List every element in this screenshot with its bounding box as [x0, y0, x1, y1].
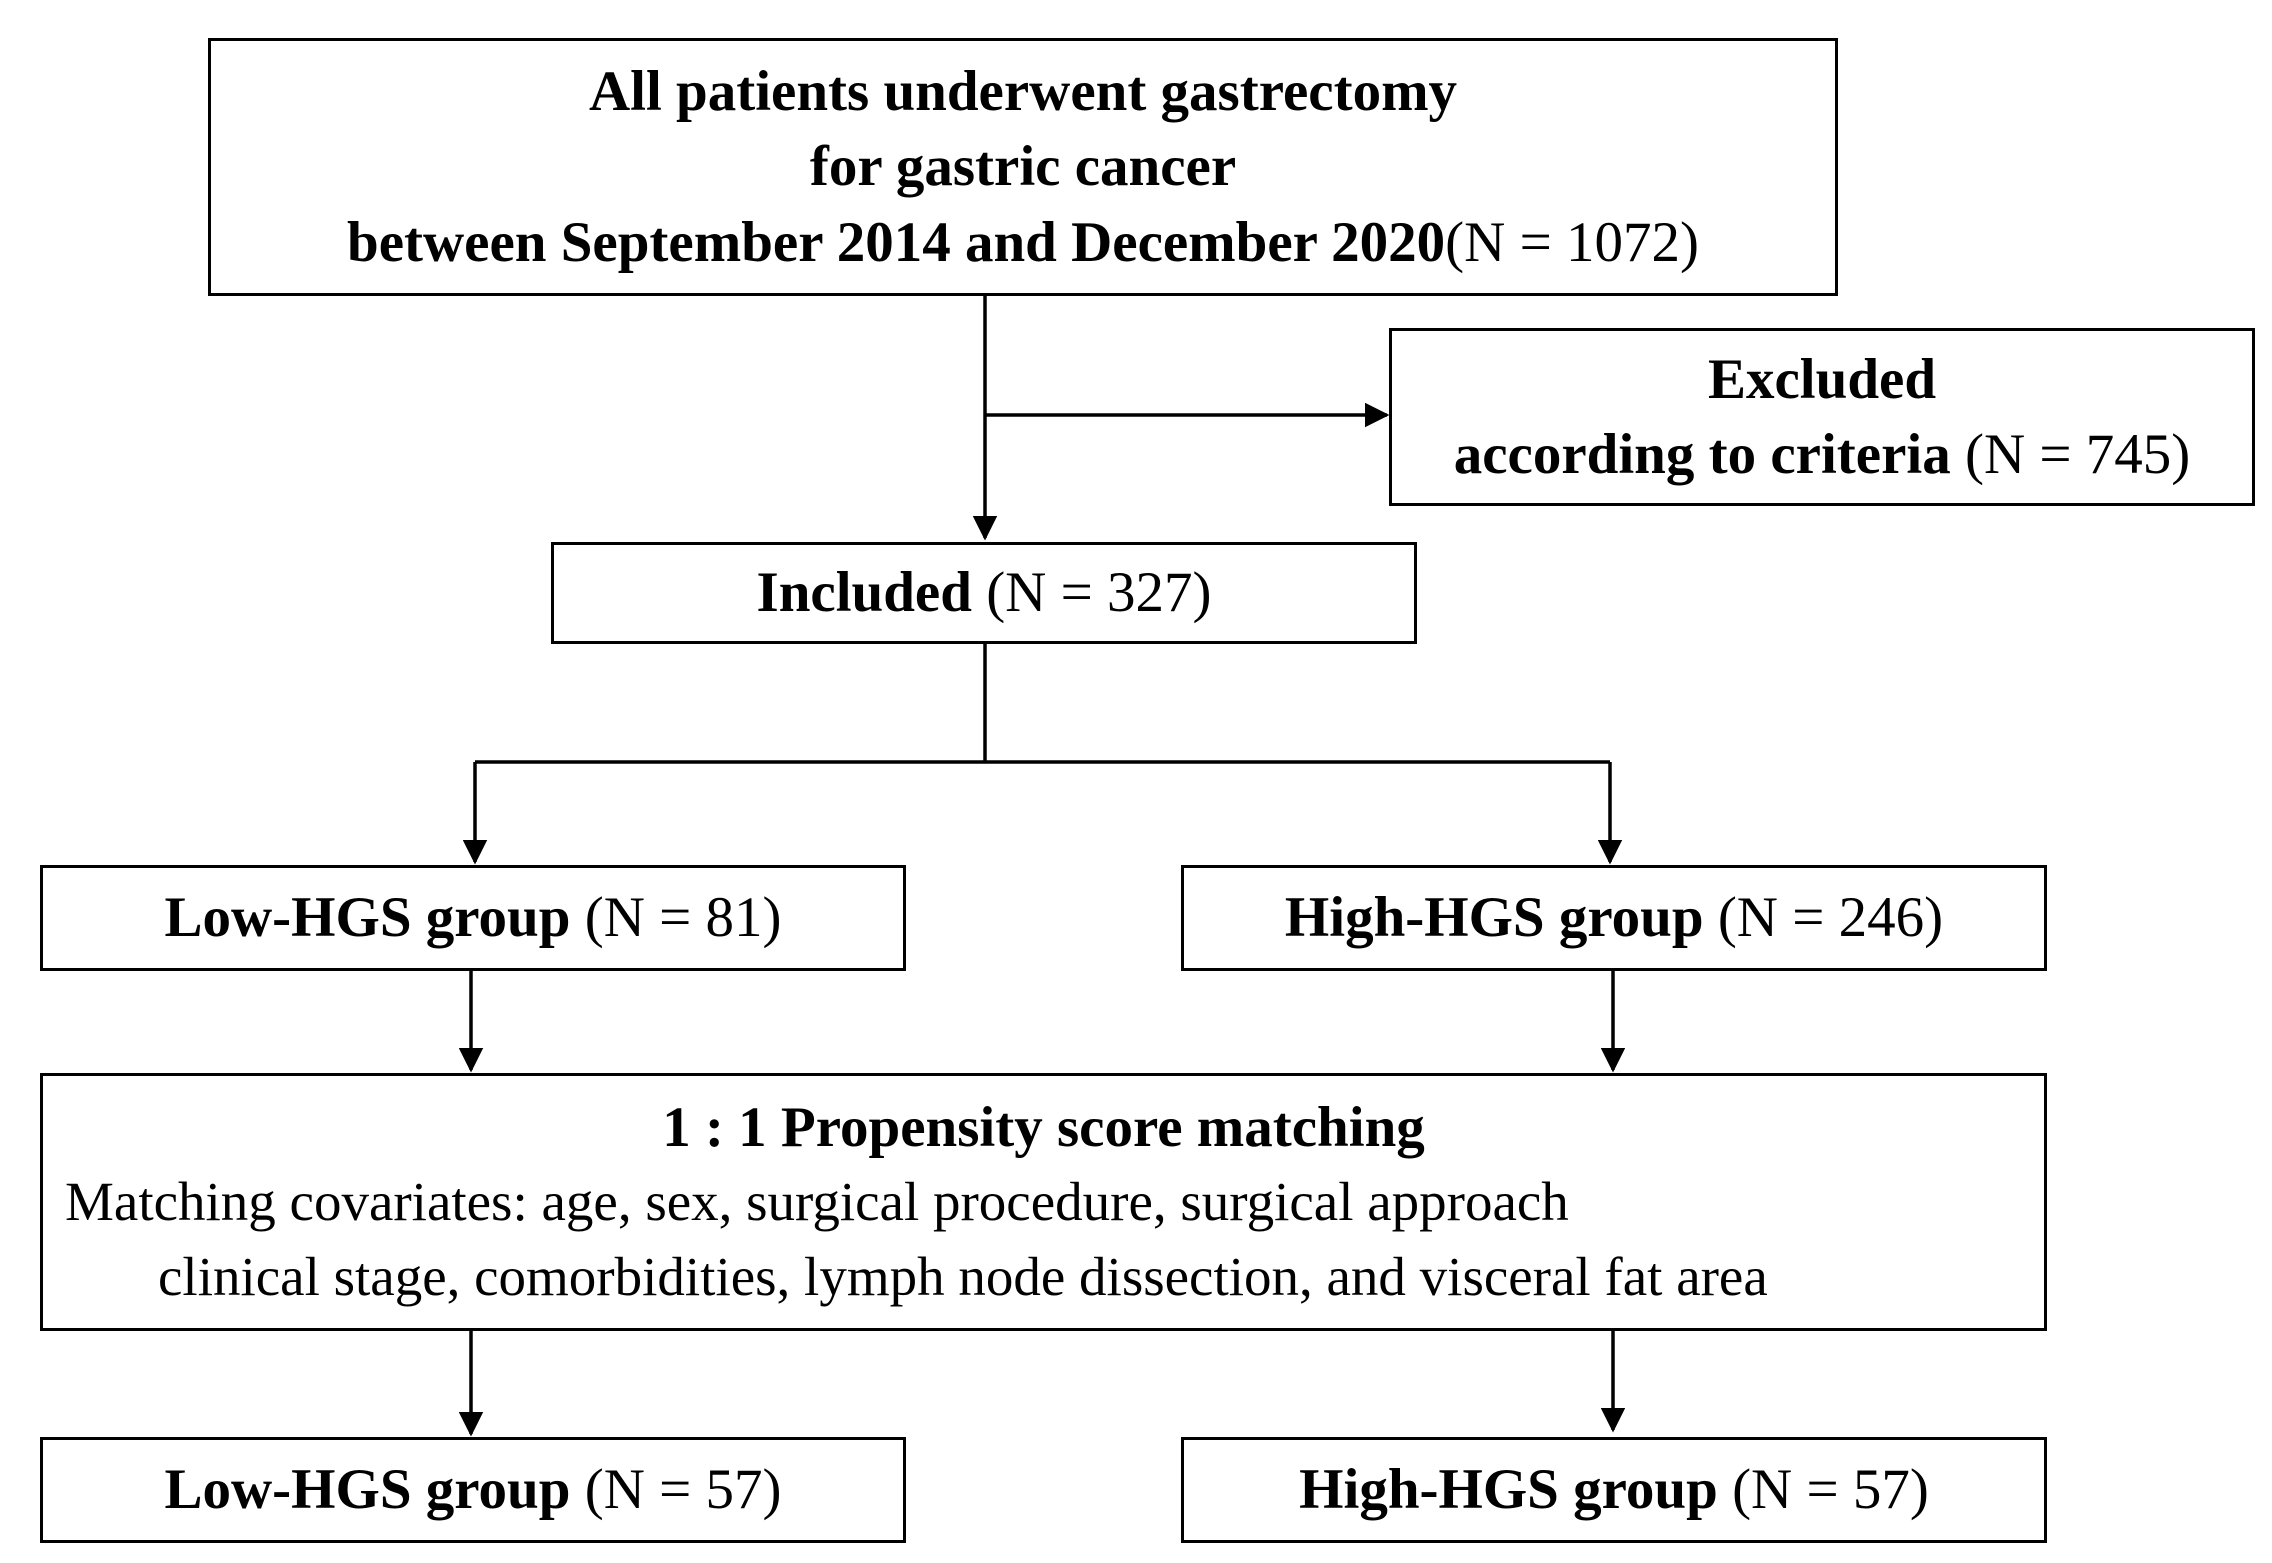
low-hgs-after-line: Low-HGS group (N = 57) [165, 1452, 782, 1527]
matching-title: 1 : 1 Propensity score matching [662, 1096, 1425, 1160]
low-hgs-before-box: Low-HGS group (N = 81) [40, 865, 906, 971]
high-hgs-before-line: High-HGS group (N = 246) [1285, 880, 1943, 955]
high-hgs-before-box: High-HGS group (N = 246) [1181, 865, 2047, 971]
low-hgs-after-count: (N = 57) [584, 1458, 782, 1522]
low-hgs-before-label: Low-HGS group [164, 886, 571, 950]
start-box: All patients underwent gastrectomy for g… [208, 38, 1838, 296]
excluded-reason: according to criteria [1453, 423, 1951, 486]
start-line-3: between September 2014 and December 2020… [347, 205, 1699, 280]
matching-covariates-line-1: Matching covariates: age, sex, surgical … [65, 1171, 1569, 1233]
start-date-range: between September 2014 and December 2020 [347, 210, 1446, 274]
high-hgs-after-line: High-HGS group (N = 57) [1299, 1452, 1929, 1527]
included-box: Included (N = 327) [551, 542, 1417, 644]
matching-covariates-line-2: clinical stage, comorbidities, lymph nod… [158, 1245, 1768, 1307]
high-hgs-before-label: High-HGS group [1284, 886, 1704, 950]
start-line-2: for gastric cancer [809, 135, 1237, 199]
excluded-title: Excluded [1707, 347, 1937, 411]
low-hgs-after-box: Low-HGS group (N = 57) [40, 1437, 906, 1543]
high-hgs-after-count: (N = 57) [1732, 1458, 1929, 1522]
included-label: Included [756, 561, 972, 625]
high-hgs-after-box: High-HGS group (N = 57) [1181, 1437, 2047, 1543]
high-hgs-before-count: (N = 246) [1717, 886, 1944, 950]
included-count: (N = 327) [986, 561, 1212, 625]
excluded-box: Excluded according to criteria (N = 745) [1389, 328, 2255, 506]
included-line: Included (N = 327) [757, 555, 1212, 630]
excluded-count: (N = 745) [1964, 423, 2191, 486]
start-line-1: All patients underwent gastrectomy [588, 60, 1458, 124]
excluded-reason-line: according to criteria (N = 745) [1454, 417, 2191, 492]
low-hgs-after-label: Low-HGS group [164, 1458, 571, 1522]
high-hgs-after-label: High-HGS group [1299, 1458, 1718, 1522]
low-hgs-before-line: Low-HGS group (N = 81) [165, 880, 782, 955]
matching-box: 1 : 1 Propensity score matching Matching… [40, 1073, 2047, 1331]
low-hgs-before-count: (N = 81) [584, 886, 782, 950]
start-count: (N = 1072) [1445, 210, 1699, 274]
